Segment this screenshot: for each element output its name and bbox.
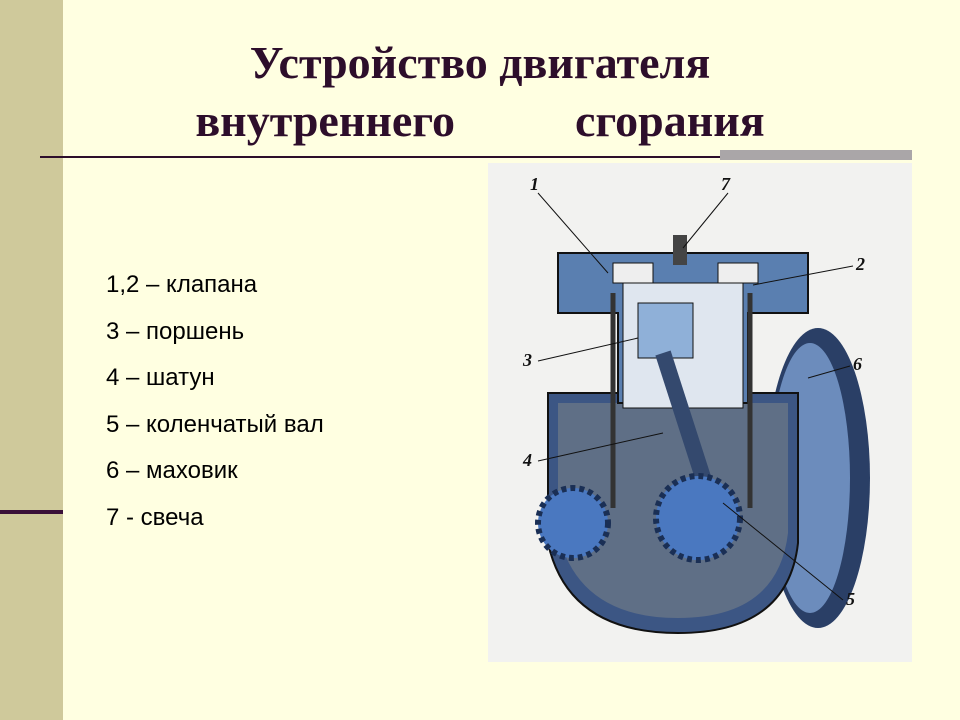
legend-item: 1,2 – клапана [106,271,258,298]
legend-item: 5 – коленчатый вал [106,410,324,438]
label-7: 7 [721,174,731,194]
title-line-2b: сгорания [575,95,765,146]
piston [637,302,694,359]
label-1: 1 [530,174,539,194]
engine-diagram: 1 7 2 3 6 4 5 [488,163,912,662]
title-divider [40,156,912,158]
legend-item: 7 - свеча [106,503,204,531]
parts-legend: 1,2 – клапана 3 – поршень 4 – шатун 5 – … [106,262,324,541]
label-6: 6 [853,354,862,374]
title-gray-accent [720,150,912,160]
title-line-2a: внутреннего [195,95,456,146]
label-5: 5 [846,589,855,609]
slide-title: Устройство двигателя внутреннего сгорания [90,34,870,150]
label-3: 3 [522,350,532,370]
gear [535,485,611,561]
slide-sidebar [0,0,63,720]
title-line-1: Устройство двигателя [249,37,711,88]
legend-item: 4 – шатун [106,364,215,391]
label-2: 2 [855,254,865,274]
legend-item: 3 – поршень [106,317,245,345]
legend-item: 6 – маховик [106,457,238,484]
sidebar-accent-line [0,510,63,514]
label-4: 4 [522,450,532,470]
